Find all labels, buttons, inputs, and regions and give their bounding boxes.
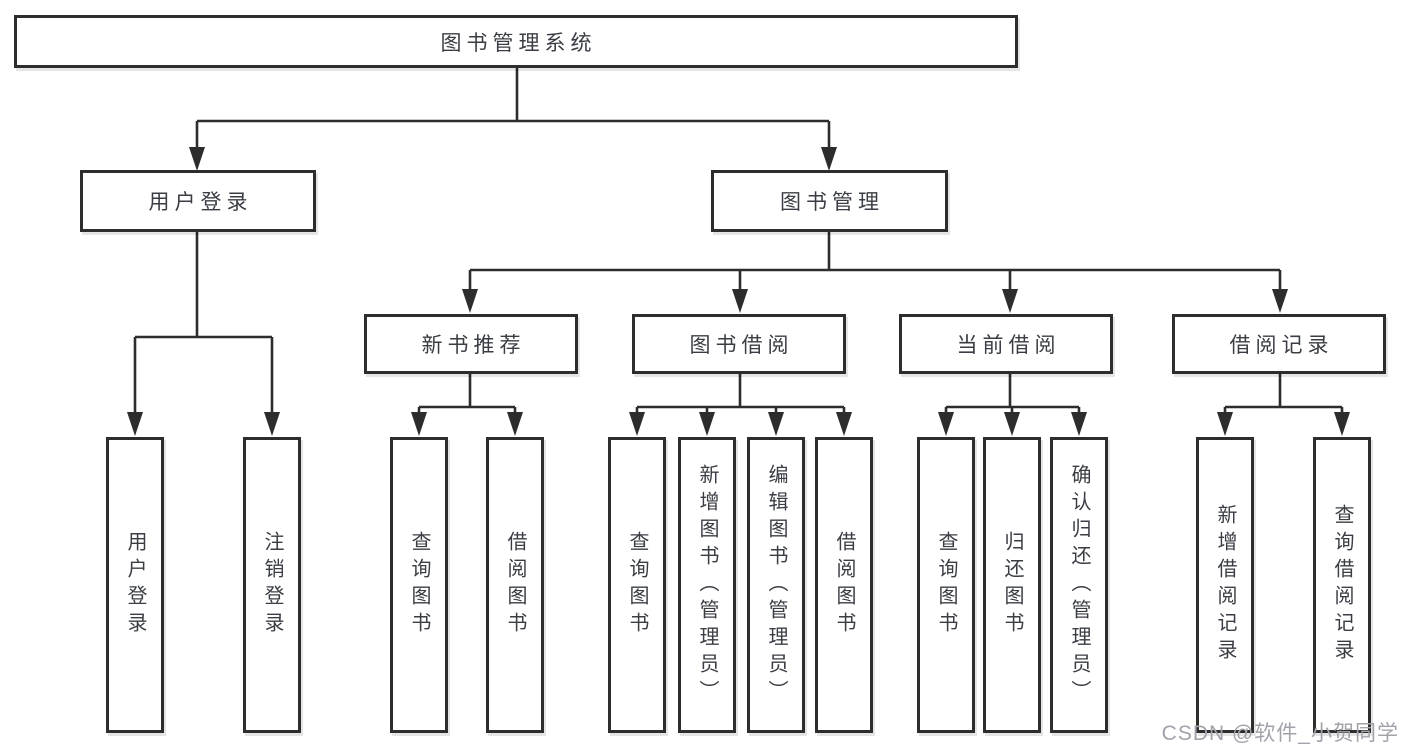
leaf-return-book-label: 归还图书	[1001, 531, 1023, 639]
node-current-borrow: 当前借阅	[899, 314, 1113, 374]
leaf-add-book-admin-label: 新增图书（管理员）	[696, 463, 718, 707]
node-user-login-label: 用户登录	[148, 191, 253, 214]
leaf-confirm-return-admin: 确认归还（管理员）	[1050, 437, 1108, 733]
leaf-borrow-books-recommend-label: 借阅图书	[504, 531, 526, 639]
leaf-borrow-books-recommend: 借阅图书	[486, 437, 544, 733]
node-book-borrow: 图书借阅	[632, 314, 846, 374]
leaf-query-borrow-record: 查询借阅记录	[1313, 437, 1371, 733]
node-root: 图书管理系统	[14, 15, 1018, 68]
leaf-query-borrow-record-label: 查询借阅记录	[1331, 504, 1353, 666]
leaf-borrow-books: 借阅图书	[815, 437, 873, 733]
connector-user-login-to-leaves	[133, 232, 274, 414]
node-new-book-recommend: 新书推荐	[364, 314, 578, 374]
leaf-logout: 注销登录	[243, 437, 301, 733]
leaf-query-books-recommend: 查询图书	[390, 437, 448, 733]
connector-book-borrow-to-leaves	[635, 372, 846, 415]
node-book-management-label: 图书管理	[780, 191, 884, 214]
leaf-logout-label: 注销登录	[261, 531, 283, 639]
connector-book-management-to-level3	[468, 232, 1282, 292]
leaf-confirm-return-admin-label: 确认归还（管理员）	[1068, 463, 1090, 707]
node-root-label: 图书管理系统	[440, 31, 597, 55]
leaf-borrow-books-label: 借阅图书	[833, 531, 855, 639]
node-book-borrow-label: 图书借阅	[689, 334, 794, 357]
leaf-query-books-current: 查询图书	[917, 437, 975, 733]
leaf-query-books-recommend-label: 查询图书	[408, 531, 430, 639]
node-book-management: 图书管理	[711, 170, 948, 232]
leaf-user-login-label: 用户登录	[124, 531, 146, 639]
leaf-query-books-current-label: 查询图书	[935, 531, 957, 639]
leaf-return-book: 归还图书	[983, 437, 1041, 733]
connector-root-to-level2	[195, 68, 831, 150]
leaf-user-login: 用户登录	[106, 437, 164, 733]
connector-borrow-records-to-leaves	[1223, 372, 1344, 415]
leaf-edit-book-admin-label: 编辑图书（管理员）	[765, 463, 787, 707]
leaf-query-books-borrow-label: 查询图书	[626, 531, 648, 639]
leaf-add-borrow-record-label: 新增借阅记录	[1214, 504, 1236, 666]
connector-new-book-to-leaves	[417, 372, 517, 415]
node-borrow-records-label: 借阅记录	[1229, 334, 1334, 357]
node-borrow-records: 借阅记录	[1172, 314, 1386, 374]
connector-current-borrow-to-leaves	[944, 372, 1081, 415]
leaf-edit-book-admin: 编辑图书（管理员）	[747, 437, 805, 733]
leaf-query-books-borrow: 查询图书	[608, 437, 666, 733]
node-current-borrow-label: 当前借阅	[956, 334, 1061, 357]
watermark: CSDN @软件_小贺同学	[1161, 722, 1399, 745]
node-new-book-recommend-label: 新书推荐	[421, 334, 526, 357]
leaf-add-borrow-record: 新增借阅记录	[1196, 437, 1254, 733]
node-user-login: 用户登录	[80, 170, 316, 232]
leaf-add-book-admin: 新增图书（管理员）	[678, 437, 736, 733]
